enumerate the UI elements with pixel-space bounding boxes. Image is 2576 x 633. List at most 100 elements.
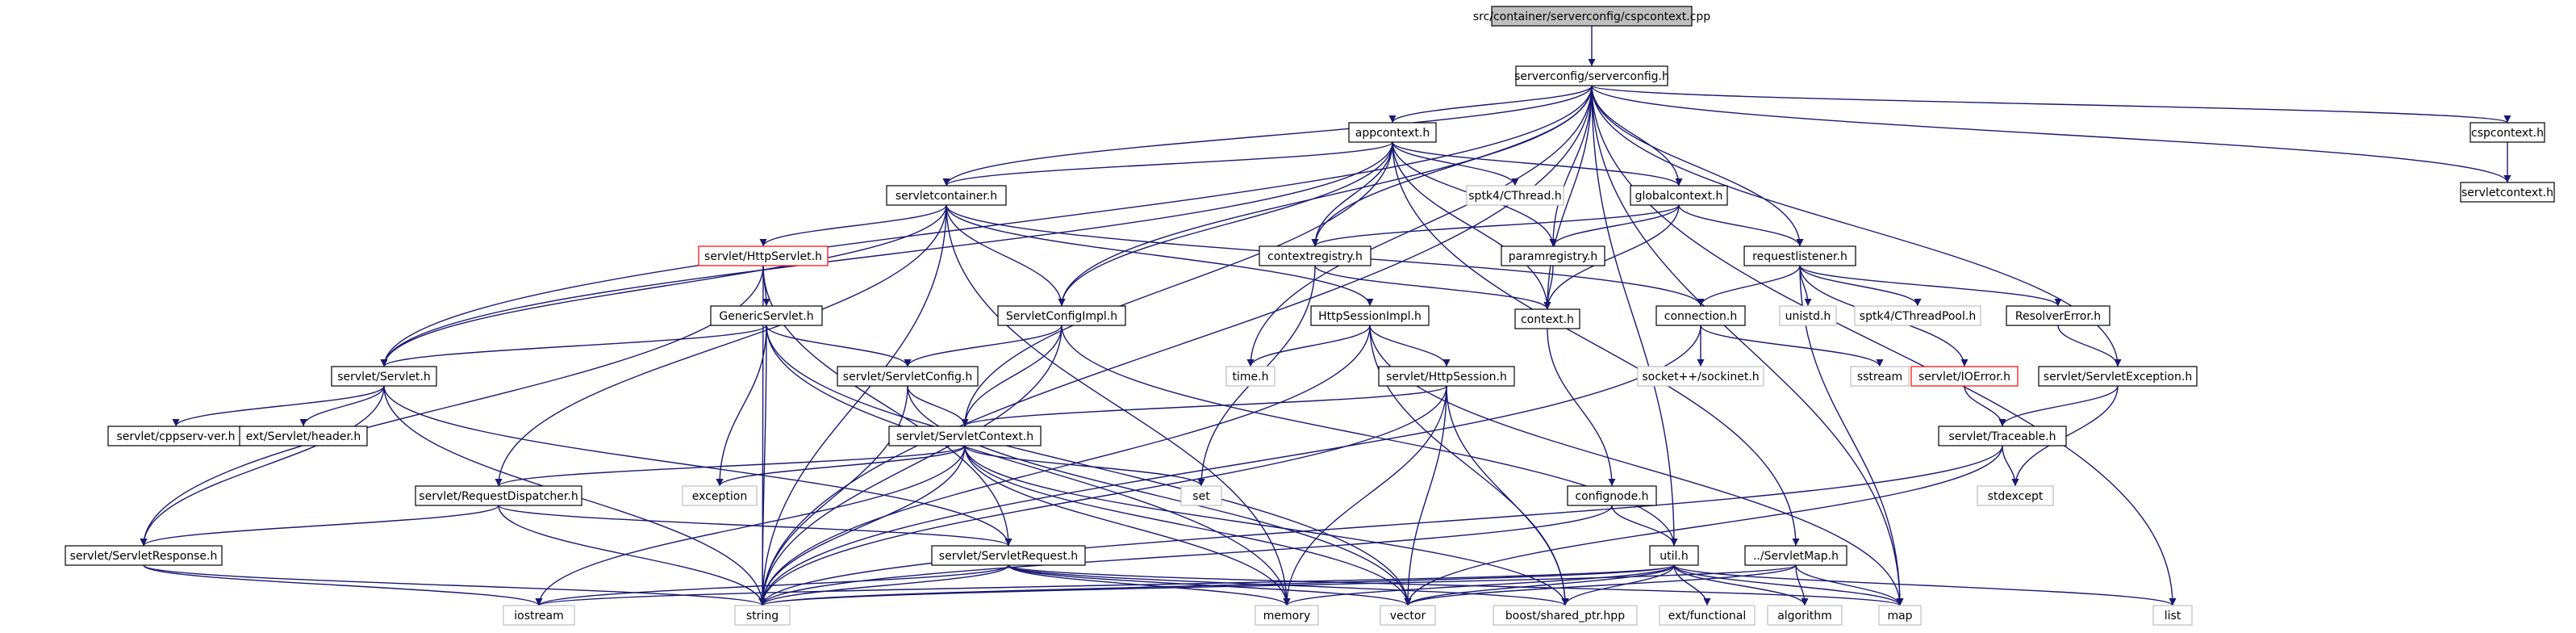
edge-util-to-shared-ptr [1561,564,1675,606]
edge-servletrequest-to-map [1008,564,1904,606]
node-httpsessionimpl[interactable]: HttpSessionImpl.h [1310,305,1430,326]
node-servletcontainer[interactable]: servletcontainer.h [886,185,1007,206]
node-connection[interactable]: connection.h [1655,305,1746,326]
node-resolvererror[interactable]: ResolverError.h [2006,305,2110,326]
node-box [1310,305,1430,326]
node-ext-functional[interactable]: ext/functional [1659,605,1756,626]
node-exception[interactable]: exception [682,485,758,506]
node-label: memory [1263,610,1311,623]
node-label: ServletConfigImpl.h [1006,310,1117,323]
node-box [2038,366,2198,387]
node-paramregistry[interactable]: paramregistry.h [1501,245,1605,266]
node-servletrequest[interactable]: servlet/ServletRequest.h [931,545,1086,566]
node-requestlistener[interactable]: requestlistener.h [1743,245,1856,266]
node-label: boost/shared_ptr.hpp [1505,610,1625,623]
node-label: src/container/serverconfig/cspcontext.cp… [1473,10,1710,23]
node-box [1567,485,1657,506]
node-label: cspcontext.h [2471,127,2544,140]
node-contextregistry[interactable]: contextregistry.h [1259,245,1372,266]
node-box [888,425,1042,446]
node-cspcontext[interactable]: cspcontext.h [2470,122,2545,143]
node-servletresponse[interactable]: servlet/ServletResponse.h [65,545,223,566]
node-box [331,366,437,387]
edge-traceable-to-string [758,445,2003,606]
node-label: servlet/IOError.h [1918,371,2010,384]
node-label: sstream [1857,371,1902,384]
node-label: stdexcept [1988,490,2044,503]
node-label: servlet/ServletResponse.h [70,550,218,563]
node-label: servlet/HttpServlet.h [704,250,822,263]
node-servletconfigimpl[interactable]: ServletConfigImpl.h [997,305,1126,326]
edge-util-to-ext-functional [1673,564,1711,606]
edge-appcontext-to-servlet [380,141,1393,367]
node-cthread[interactable]: sptk4/CThread.h [1466,185,1564,206]
node-box [734,605,791,626]
edge-serverconfig-to-servletconfigimpl [1058,85,1593,307]
node-ioerror[interactable]: servlet/IOError.h [1910,366,2019,387]
node-shared-ptr[interactable]: boost/shared_ptr.hpp [1493,605,1638,626]
node-servletconfig[interactable]: servlet/ServletConfig.h [837,366,979,387]
node-traceable[interactable]: servlet/Traceable.h [1938,425,2067,446]
node-vector[interactable]: vector [1380,605,1436,626]
edge-ioerror-to-traceable [1964,385,2006,427]
node-map[interactable]: map [1878,605,1922,626]
node-root[interactable]: src/container/serverconfig/cspcontext.cp… [1473,6,1710,27]
edge-httpsession-to-memory [1283,385,1447,606]
edge-servletcontainer-to-string [758,204,947,606]
node-algorithm[interactable]: algorithm [1767,605,1843,626]
node-confignode[interactable]: confignode.h [1567,485,1657,506]
node-servletcontext-ns[interactable]: servlet/ServletContext.h [888,425,1042,446]
node-servletcontext-h[interactable]: servletcontext.h [2460,182,2555,203]
node-label: servlet/ServletRequest.h [939,550,1078,563]
node-servletmap[interactable]: ../ServletMap.h [1744,545,1847,566]
node-label: contextregistry.h [1267,250,1363,263]
edge-contextregistry-to-context [1314,265,1551,310]
node-util[interactable]: util.h [1649,545,1699,566]
edge-context-to-confignode [1547,328,1616,487]
node-box [1779,305,1837,326]
node-context[interactable]: context.h [1514,308,1580,329]
node-memory[interactable]: memory [1255,605,1319,626]
edge-servletcontainer-to-memory [946,204,1291,606]
node-stdexcept[interactable]: stdexcept [1977,485,2054,506]
node-cppserv-ver[interactable]: servlet/cppserv-ver.h [107,425,244,446]
node-box [1743,245,1856,266]
node-cthreadpool[interactable]: sptk4/CThreadPool.h [1854,305,1981,326]
edge-genericservlet-to-exception [716,325,767,487]
node-label: connection.h [1664,310,1737,323]
node-label: servletcontainer.h [896,190,997,203]
node-serverconfig[interactable]: serverconfig/serverconfig.h [1514,65,1669,86]
node-ext-header[interactable]: ext/Servlet/header.h [239,425,368,446]
node-sstream[interactable]: sstream [1850,366,1910,387]
node-box [1977,485,2054,506]
edge-util-to-iostream [536,564,1675,606]
edge-httpsessionimpl-to-httpsession [1369,325,1451,367]
edge-serverconfig-to-util [1591,85,1678,547]
node-genericservlet[interactable]: GenericServlet.h [710,305,823,326]
node-label: set [1192,490,1210,503]
node-httpsession[interactable]: servlet/HttpSession.h [1378,366,1515,387]
edge-servletcontext-ns-to-memory [964,445,1291,606]
node-set[interactable]: set [1180,485,1222,506]
node-httpservlet[interactable]: servlet/HttpServlet.h [698,245,829,266]
edge-requestdispatcher-to-servletresponse [140,505,499,547]
node-string[interactable]: string [734,605,791,626]
node-box [1744,545,1847,566]
edge-appcontext-to-servletcontext-ns [961,141,1393,427]
node-time[interactable]: time.h [1225,366,1275,387]
node-list[interactable]: list [2152,605,2193,626]
node-servlet[interactable]: servlet/Servlet.h [331,366,437,387]
node-label: requestlistener.h [1752,250,1847,263]
node-requestdispatcher[interactable]: servlet/RequestDispatcher.h [415,485,582,506]
edge-util-to-list [1673,564,2177,606]
node-iostream[interactable]: iostream [503,605,575,626]
node-label: vector [1390,610,1426,623]
node-socketinet[interactable]: socket++/sockinet.h [1637,366,1764,387]
node-appcontext[interactable]: appcontext.h [1348,122,1437,143]
node-globalcontext[interactable]: globalcontext.h [1630,185,1728,206]
node-label: algorithm [1777,610,1832,623]
node-servletexception[interactable]: servlet/ServletException.h [2038,366,2198,387]
edge-requestlistener-to-connection [1697,265,1801,307]
node-unistd[interactable]: unistd.h [1779,305,1837,326]
node-box [503,605,575,626]
